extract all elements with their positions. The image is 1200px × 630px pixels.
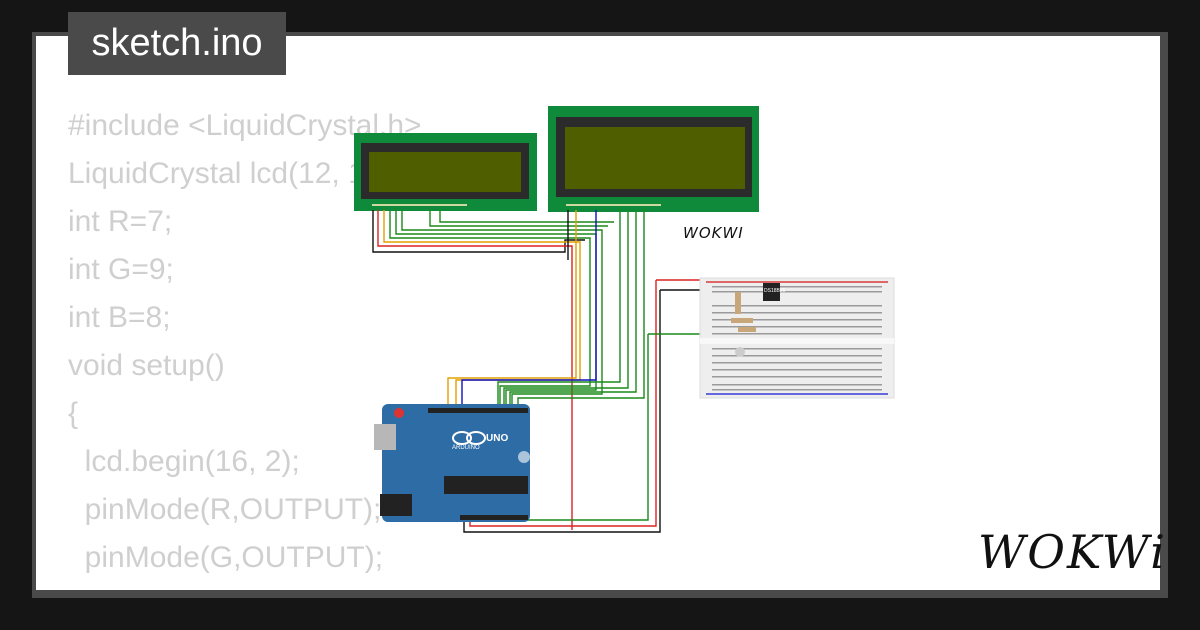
code-line: pinMode(B,OUTPUT);	[68, 582, 531, 590]
code-line: int R=7;	[68, 205, 173, 238]
arduino-model-label: UNO	[486, 433, 508, 444]
diagram-watermark: WOKWI	[683, 224, 744, 242]
filename-tab: sketch.ino	[68, 12, 286, 75]
code-line: pinMode(R,OUTPUT);	[68, 493, 382, 526]
code-line: int G=9;	[68, 253, 174, 286]
code-line: int B=8;	[68, 301, 171, 334]
arduino-uno-board	[374, 404, 530, 522]
lcd-display-small	[354, 133, 537, 211]
wokwi-logo: WOKWi	[978, 525, 1167, 579]
code-line: lcd.begin(16, 2);	[68, 445, 300, 478]
lcd-display-large	[548, 106, 759, 212]
code-line: void setup()	[68, 349, 225, 382]
arduino-brand-label: ARDUINO	[452, 445, 480, 451]
breadboard	[699, 277, 895, 399]
sensor-label: DS18B20	[764, 288, 786, 294]
code-line: {	[68, 397, 79, 430]
wires	[372, 210, 785, 533]
code-line: pinMode(G,OUTPUT);	[68, 541, 384, 574]
